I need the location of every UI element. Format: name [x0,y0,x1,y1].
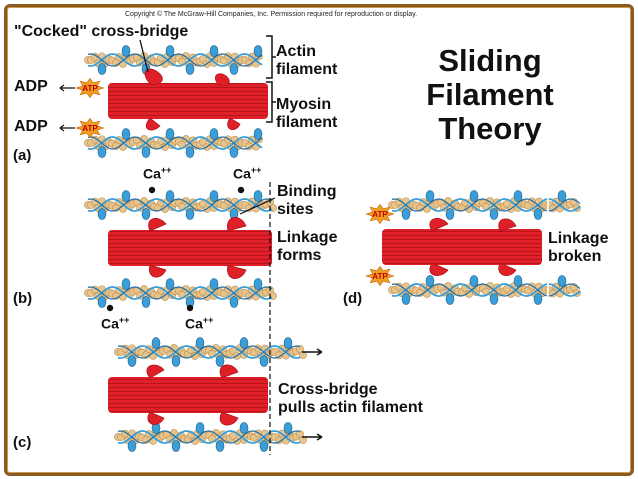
actin-filament-a-bottom [84,128,263,158]
myosin-label-line-1: Myosin [276,96,332,113]
calcium-dot-1 [148,186,156,194]
pull-arrow-bottom [302,433,323,441]
svg-text:ATP: ATP [82,84,98,93]
actin-label-line-2: filament [276,61,338,78]
myosin-filament-d [382,218,542,276]
title-line-1: Sliding [438,43,542,78]
myosin-label-line-2: filament [276,114,338,131]
atp-star-d-1: ATP [365,203,395,225]
actin-filament-a-top [84,45,263,75]
calcium-ion-4: Ca++ [185,315,214,332]
linkage-broken-line-2: broken [548,248,602,265]
calcium-ion-1: Ca++ [143,165,172,182]
svg-text:ATP: ATP [82,124,98,133]
calcium-ion-2: Ca++ [233,165,262,182]
myosin-filament-c [108,364,268,426]
myosin-filament-b [108,217,272,279]
panel-c-label: (c) [13,434,32,451]
calcium-ion-3: Ca++ [101,315,130,332]
cocked-cross-bridge-label: "Cocked" cross-bridge [14,23,189,40]
actin-filament-d-bottom [388,275,581,305]
adp-label-1: ADP [14,78,48,95]
svg-text:ATP: ATP [372,272,388,281]
panel-b-label: (b) [13,290,33,307]
binding-sites-line-1: Binding [277,183,337,200]
cross-bridge-pulls-line-2: pulls actin filament [278,399,423,416]
svg-text:ATP: ATP [372,210,388,219]
myosin-bracket [266,81,276,123]
cross-bridge-pointer [139,39,149,73]
adp-arrow-2 [59,124,75,132]
atp-star-a-1: ATP [75,77,105,99]
pull-arrow-top [302,348,323,356]
linkage-forms-line-1: Linkage [277,229,338,246]
copyright-notice: Copyright © The McGraw-Hill Companies, I… [125,11,418,18]
title-line-2: Filament [426,77,554,112]
panel-d-label: (d) [343,290,363,307]
calcium-dot-2 [237,186,245,194]
atp-star-a-2: ATP [75,117,105,139]
adp-label-2: ADP [14,118,48,135]
actin-filament-c-top [114,337,307,367]
binding-sites-line-2: sites [277,201,314,218]
actin-filament-c-bottom [114,422,307,452]
actin-label-line-1: Actin [276,43,316,60]
myosin-filament-a [108,68,268,131]
adp-arrow-1 [59,84,75,92]
actin-filament-b-bottom [84,278,277,308]
cross-bridge-pulls-line-1: Cross-bridge [278,381,378,398]
binding-site-pointer [239,197,276,215]
linkage-forms-line-2: forms [277,247,322,264]
atp-star-d-2: ATP [365,265,395,287]
title-line-3: Theory [438,111,542,146]
calcium-dot-3 [106,304,114,312]
actin-filament-b-top [84,190,277,220]
linkage-broken-line-1: Linkage [548,230,609,247]
actin-filament-d-top [388,190,581,220]
actin-bracket [266,35,276,79]
calcium-dot-4 [186,304,194,312]
panel-a-label: (a) [13,147,32,164]
